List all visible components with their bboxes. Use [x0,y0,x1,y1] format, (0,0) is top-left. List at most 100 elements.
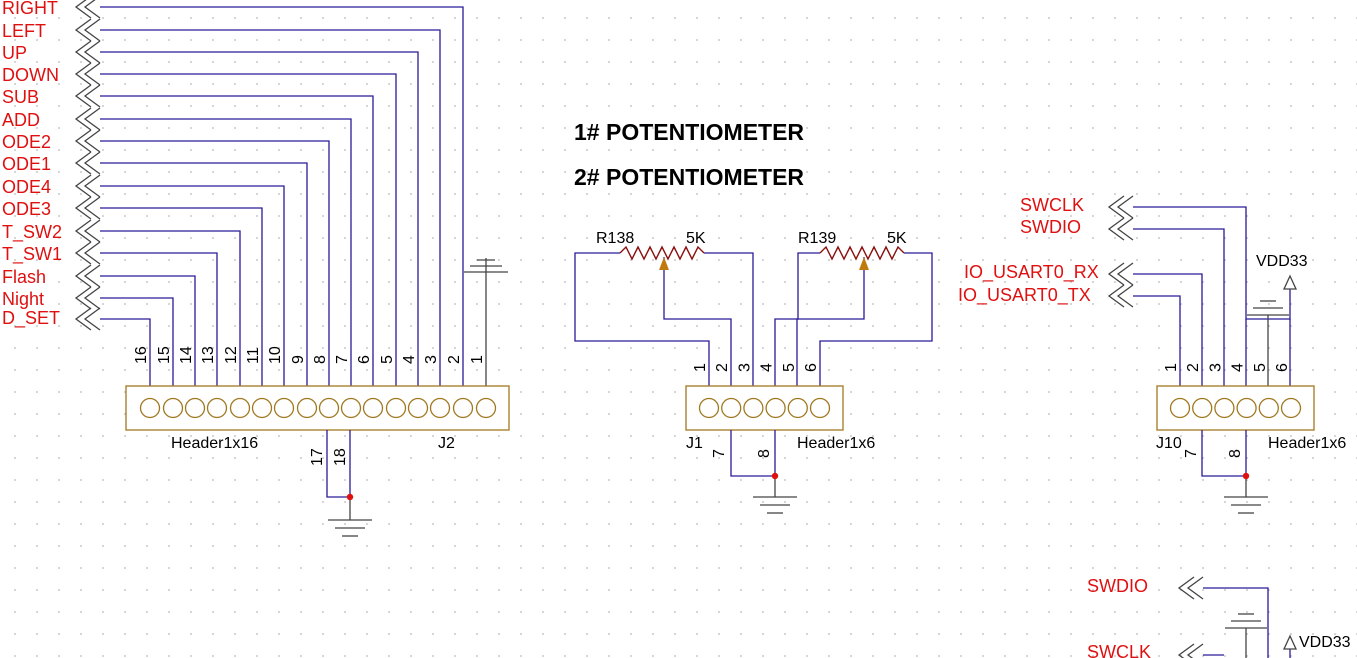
j2-pin-hole [251,397,273,419]
j10-pin-hole [1280,397,1302,419]
j10-type-label: Header1x6 [1268,435,1346,452]
j2-pin-number: 1 [469,355,486,364]
j10-pin-number: 4 [1230,363,1247,372]
j2-pin-hole [296,397,318,419]
j1-pin-hole [809,397,831,419]
j2-pin-hole [407,397,429,419]
j2-pin-number: 14 [178,346,195,364]
j2-pin-number: 11 [245,347,262,364]
j2-pin-hole [184,397,206,419]
net-label-swdio-bottom: SWDIO [1087,576,1148,596]
bottom-right-wires: VDD33 [1177,576,1351,658]
net-label-up: UP [2,43,27,63]
j2-pin-hole [162,397,184,419]
j2-pin-hole [229,397,251,419]
j2-header-body [125,385,510,431]
j10-pin-hole [1214,397,1235,419]
j2-pin-number: 2 [446,355,463,364]
j10-pin-number: 3 [1207,363,1224,372]
j2-pin-number: 8 [312,355,329,364]
j10-pin-hole [1236,397,1257,419]
net-label-sub: SUB [2,87,39,107]
net-label-ode2: ODE2 [2,132,51,152]
net-label-swdio: SWDIO [1020,217,1081,237]
j2-pin-number: 4 [401,355,418,364]
net-label-add: ADD [2,110,40,130]
r138-value: 5K [686,230,706,247]
j10-pin-holes [1169,397,1302,419]
j2-pin-hole [273,397,295,419]
j2-pin-number: 13 [200,346,217,364]
net-label-ode3: ODE3 [2,199,51,219]
j10-pin-number: 1 [1163,363,1180,372]
j2-junction-dot [346,493,354,501]
j2-pin-number: 15 [156,346,173,364]
j2-ref-label: J2 [438,435,455,452]
net-label-ode1: ODE1 [2,154,51,174]
j1-pin-holes [698,397,831,419]
j1-pin-7: 7 [711,449,728,458]
j2-pin-number: 9 [290,355,307,364]
j10-ref-label: J10 [1156,435,1182,452]
net-label-left: LEFT [2,21,46,41]
j10-pin-number: 5 [1252,363,1269,372]
j2-wires [100,6,464,386]
j1-pin-number: 4 [759,363,776,372]
net-label-right: RIGHT [2,0,58,18]
j10-port-chevrons [1107,195,1134,308]
title-potentiometer-1: 1# POTENTIOMETER [574,119,804,145]
j1-pin-hole [765,397,786,419]
j1-pin-number: 6 [803,363,820,372]
j1-pin-hole [721,397,742,419]
j2-net-labels: RIGHT LEFT UP DOWN SUB ADD ODE2 ODE1 ODE… [2,0,62,329]
j10-junction-dot [1242,472,1250,480]
j1-pin-number: 1 [692,363,709,372]
net-label-night: Night [2,289,44,309]
j1-pin-8: 8 [756,449,773,458]
j10-vdd33-label: VDD33 [1256,253,1308,270]
net-label-io-usart0-tx: IO_USART0_TX [958,285,1091,306]
j2-pin-hole [340,397,362,419]
j10-pin-hole [1258,397,1279,419]
j2-pin-hole [362,397,384,419]
bottom-vdd33-label: VDD33 [1299,634,1351,651]
j2-pin-hole [429,397,451,419]
j2-pin-hole [206,397,228,419]
j2-pin-hole [385,397,407,419]
j2-type-label: Header1x16 [171,435,258,452]
j2-bottom-pins: 17 18 [309,430,372,537]
j2-pin-hole [318,397,340,419]
j10-bottom-pins: 7 8 [1183,430,1268,514]
j2-pin-17: 17 [309,448,326,466]
net-label-swclk: SWCLK [1020,195,1084,215]
net-label-down: DOWN [2,65,59,85]
net-label-t-sw1: T_SW1 [2,244,62,265]
j10-pin-8: 8 [1227,449,1244,458]
r139-potentiometer [774,245,933,386]
net-label-flash: Flash [2,267,46,287]
j2-pin-number: 16 [133,346,150,364]
r138-ref: R138 [596,230,634,247]
j10-pin-hole [1169,397,1191,419]
j2-port-chevrons [74,0,101,331]
r139-value: 5K [887,230,907,247]
net-label-io-usart0-rx: IO_USART0_RX [964,262,1099,283]
j1-bottom-pins: 7 8 [711,430,797,514]
j2-pin-hole [452,397,474,419]
j1-pin-hole [698,397,720,419]
net-label-t-sw2: T_SW2 [2,222,62,243]
j2-pin-number: 6 [356,355,373,364]
j1-junction-dot [771,472,779,480]
r138-potentiometer [574,245,754,386]
j2-pin-hole [475,397,497,419]
j2-pin-number: 10 [267,346,284,364]
j1-ref-label: J1 [686,435,703,452]
j10-wires [1133,206,1291,386]
j10-vdd33-symbol: VDD33 [1256,253,1308,290]
j10-pin-number: 2 [1185,363,1202,372]
